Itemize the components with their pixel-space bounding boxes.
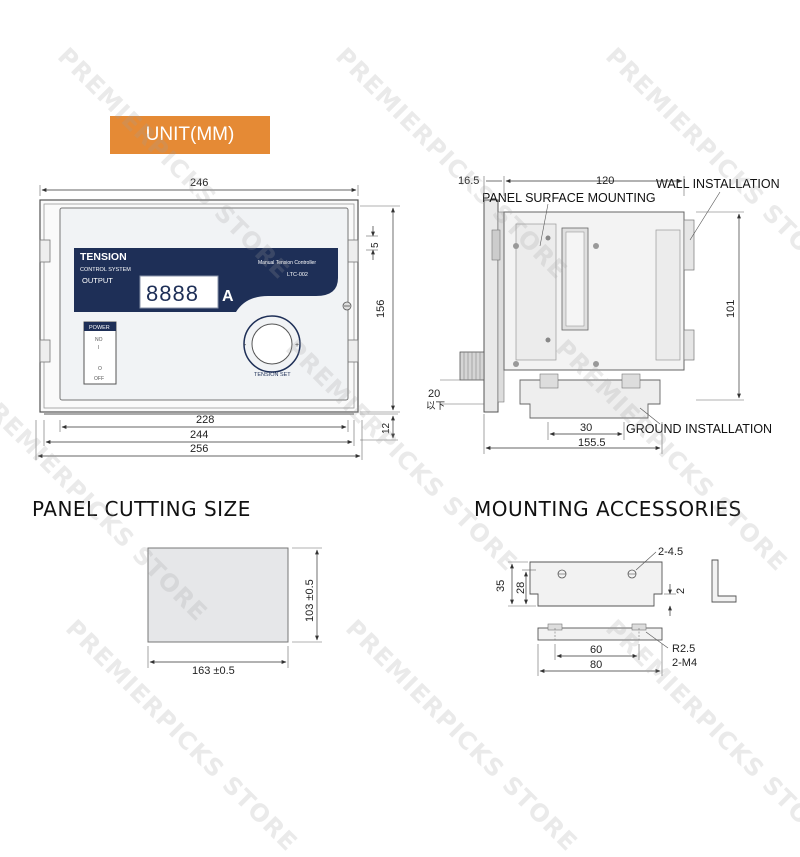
panel-product: Manual Tension Controller [258, 260, 316, 266]
panel-model: LTC-002 [287, 272, 308, 278]
dim-16-5: 16.5 [458, 175, 479, 187]
panel-cutting-view: 163 ±0.5 103 ±0.5 [147, 547, 322, 677]
label-wall: WALL INSTALLATION [656, 177, 780, 191]
holes-label: 2-4.5 [658, 546, 683, 558]
bracket-bottom [537, 627, 663, 641]
dim-60: 60 [590, 644, 602, 656]
panel-display [139, 275, 219, 309]
panel-display-value: 8888 [146, 281, 199, 306]
radius-label: R2.5 [672, 643, 695, 655]
dim-2: 2 [675, 588, 687, 594]
dim-20-note: 以下 [426, 401, 445, 412]
svg-text:-: - [244, 342, 247, 349]
dim-156: 156 [375, 300, 387, 318]
dim-155-5: 155.5 [578, 437, 606, 449]
svg-text:NO: NO [95, 337, 103, 343]
mounting-accessories-title: MOUNTING ACCESSORIES [474, 497, 742, 521]
panel-sub1: CONTROL SYSTEM [80, 267, 131, 273]
panel-cutting-title: PANEL CUTTING SIZE [32, 497, 251, 521]
cut-width: 163 ±0.5 [192, 665, 235, 677]
dim-244: 244 [190, 429, 208, 441]
power-switch [83, 321, 117, 385]
tension-knob [243, 315, 301, 373]
dim-30: 30 [580, 422, 592, 434]
panel-sub2: OUTPUT [82, 276, 113, 285]
svg-text:O: O [98, 366, 102, 372]
dim-256: 256 [190, 443, 208, 455]
side-view: PANEL SURFACE MOUNTING WALL INSTALLATION… [426, 175, 780, 454]
dim-120: 120 [596, 175, 614, 187]
ground-bracket [519, 379, 661, 419]
power-label: POWER [89, 325, 110, 331]
cutout-rect [147, 547, 289, 643]
technical-drawing: TENSION CONTROL SYSTEM OUTPUT 8888 A Man… [35, 175, 780, 677]
panel-brand: TENSION [80, 251, 127, 263]
label-panel-surface: PANEL SURFACE MOUNTING [482, 191, 656, 205]
dim-12: 12 [381, 422, 392, 434]
cut-height: 103 ±0.5 [304, 579, 316, 622]
dim-101: 101 [725, 300, 737, 318]
unit-badge: UNIT(MM) [110, 116, 270, 154]
panel-unit: A [222, 288, 234, 305]
dim-246: 246 [190, 177, 208, 189]
bracket-profile [711, 559, 737, 603]
mounting-accessories-view: 2-4.5 35 28 2 R2.5 2-M4 60 80 [495, 546, 737, 676]
bracket-top [529, 561, 663, 607]
m4-label: 2-M4 [672, 657, 697, 669]
dim-35: 35 [495, 580, 507, 592]
dim-28: 28 [515, 582, 527, 594]
label-ground: GROUND INSTALLATION [626, 422, 772, 436]
svg-text:OFF: OFF [94, 376, 104, 382]
dim-20: 20 [428, 388, 440, 400]
svg-text:I: I [98, 345, 99, 351]
dim-228: 228 [196, 414, 214, 426]
knob-label: TENSION SET [254, 372, 291, 378]
front-view: TENSION CONTROL SYSTEM OUTPUT 8888 A Man… [35, 177, 400, 460]
dim-5: 5 [370, 242, 381, 248]
dim-80: 80 [590, 659, 602, 671]
svg-text:+: + [295, 342, 299, 349]
